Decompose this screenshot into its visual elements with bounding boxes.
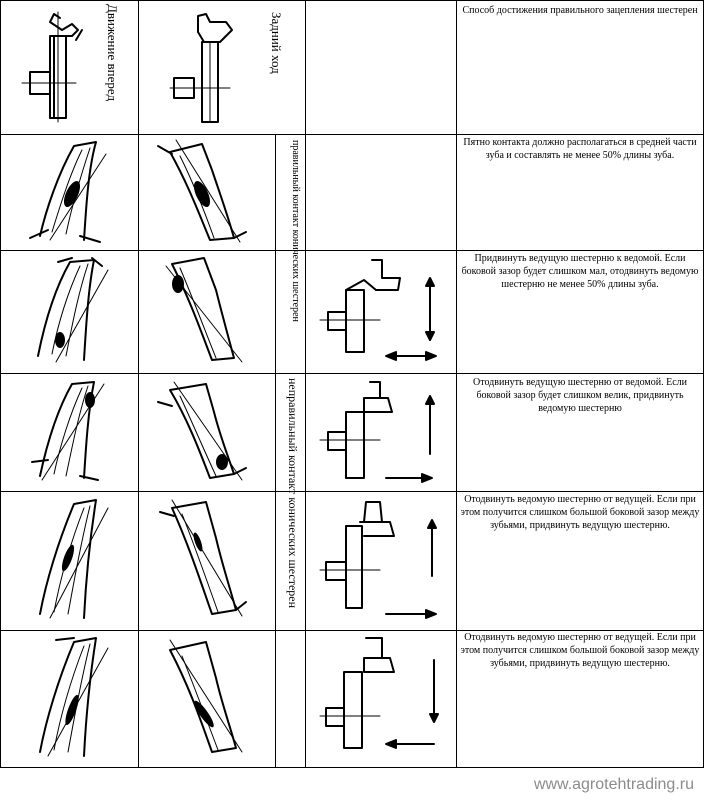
forward-motion-label: Движение вперед [105,4,120,102]
method-heading: Способ достижения правильного зацепления… [462,5,698,16]
correct-contact-description: Пятно контакта должно располагаться в ср… [463,137,697,161]
correct-contact-reverse-tooth [157,139,247,243]
incorrect-row4-reverse-tooth [169,639,243,753]
incorrect-row4-description: Отодвинуть ведомую шестерню от ведущей. … [460,632,700,669]
incorrect-row3-forward-tooth [39,499,109,619]
correct-contact-label: правильный контакт конических шестерен [290,140,301,322]
reverse-gear-assembly-figure [169,13,233,123]
incorrect-contact-label: неправильный контакт конических шестерен [286,378,300,609]
incorrect-row2-reverse-tooth [157,381,247,481]
incorrect-row1-gear-assembly [319,259,437,361]
incorrect-row3-gear-assembly [319,501,437,619]
incorrect-row3-description: Отодвинуть ведомую шестерню от ведущей. … [460,494,700,531]
incorrect-row2-description: Отодвинуть ведущую шестерню от ведомой. … [473,377,687,414]
incorrect-row2-gear-assembly [319,381,435,483]
incorrect-row1-description: Придвинуть ведущую шестерню к ведомой. Е… [461,253,699,290]
reverse-motion-label: Задний ход [269,12,284,74]
incorrect-row2-forward-tooth [31,381,105,481]
site-watermark: www.agrotehtrading.ru [533,776,694,793]
correct-contact-forward-tooth [29,141,107,243]
incorrect-row4-gear-assembly [319,637,439,749]
incorrect-row1-forward-tooth [37,257,109,363]
incorrect-row4-forward-tooth [39,637,109,757]
incorrect-row1-reverse-tooth [165,257,243,363]
incorrect-row3-reverse-tooth [159,499,247,617]
forward-gear-assembly-figure [21,11,83,123]
